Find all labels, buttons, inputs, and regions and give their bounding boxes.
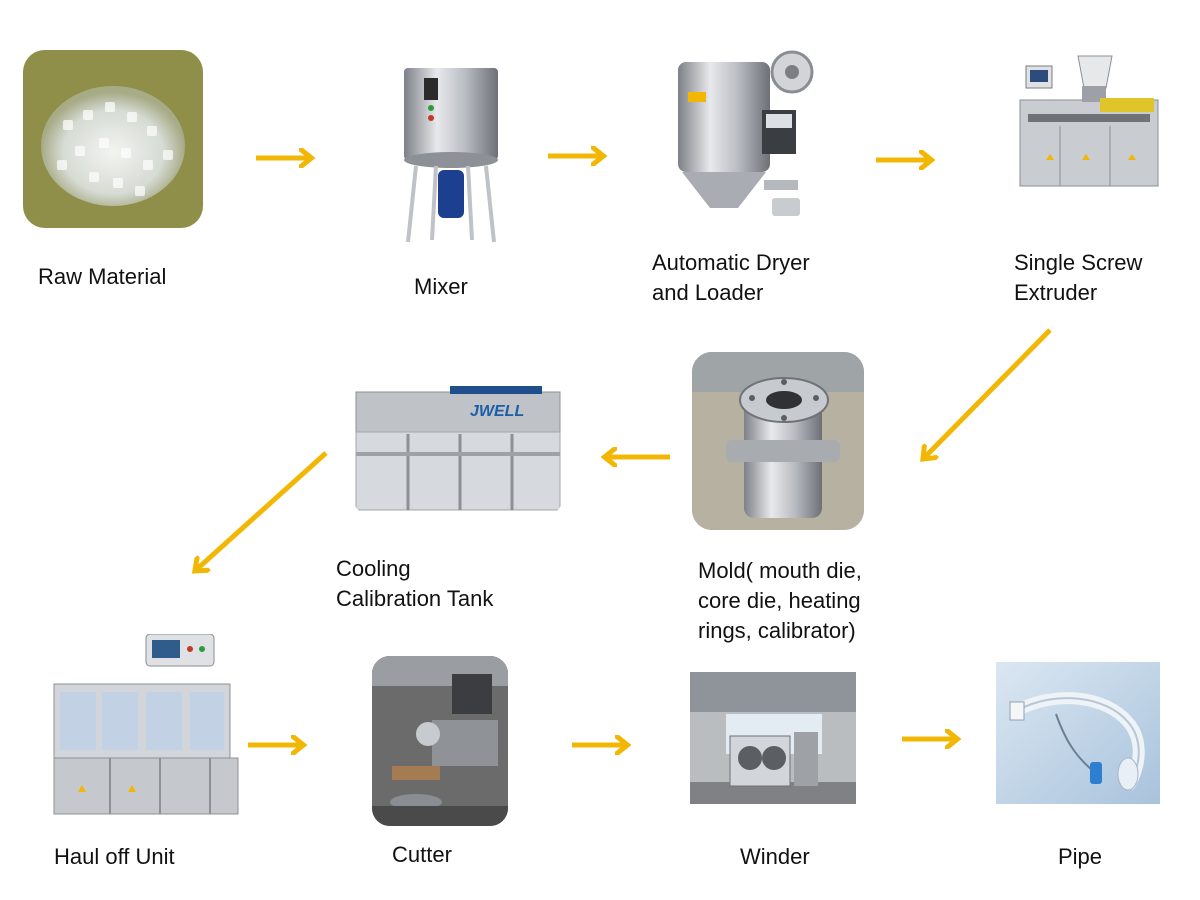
- medical-pipe-photo: [996, 662, 1160, 804]
- raw-material-pellets-photo: [23, 50, 203, 228]
- jwell-logo: JWELL: [470, 403, 524, 420]
- step-label-cutter: Cutter: [392, 842, 452, 867]
- single-screw-extruder-photo: [1016, 50, 1162, 196]
- arrow-extruder-to-mold: [924, 328, 1052, 458]
- cooling-tank-photo: JWELL: [354, 356, 562, 514]
- mixer-machine-photo: [396, 62, 506, 248]
- step-label-winder: Winder: [740, 844, 810, 869]
- winder-photo: [690, 672, 856, 804]
- step-label-dryer: Automatic Dryer and Loader: [652, 250, 810, 305]
- haul-off-unit-photo: [50, 634, 244, 818]
- arrow-cooling-to-haul: [196, 451, 328, 570]
- dryer-loader-photo: [668, 48, 824, 232]
- step-label-pipe: Pipe: [1058, 844, 1103, 869]
- step-label-mold: Mold( mouth die, core die, heating rings…: [698, 558, 862, 643]
- cutter-photo: [372, 656, 508, 826]
- step-label-mixer: Mixer: [414, 274, 468, 299]
- step-label-haul-off: Haul off Unit: [54, 844, 175, 869]
- step-label-cooling: Cooling Calibration Tank: [336, 556, 494, 611]
- step-label-extruder: Single Screw Extruder: [1014, 250, 1143, 305]
- mold-die-photo: [692, 352, 864, 530]
- step-label-raw-material: Raw Material: [38, 264, 167, 289]
